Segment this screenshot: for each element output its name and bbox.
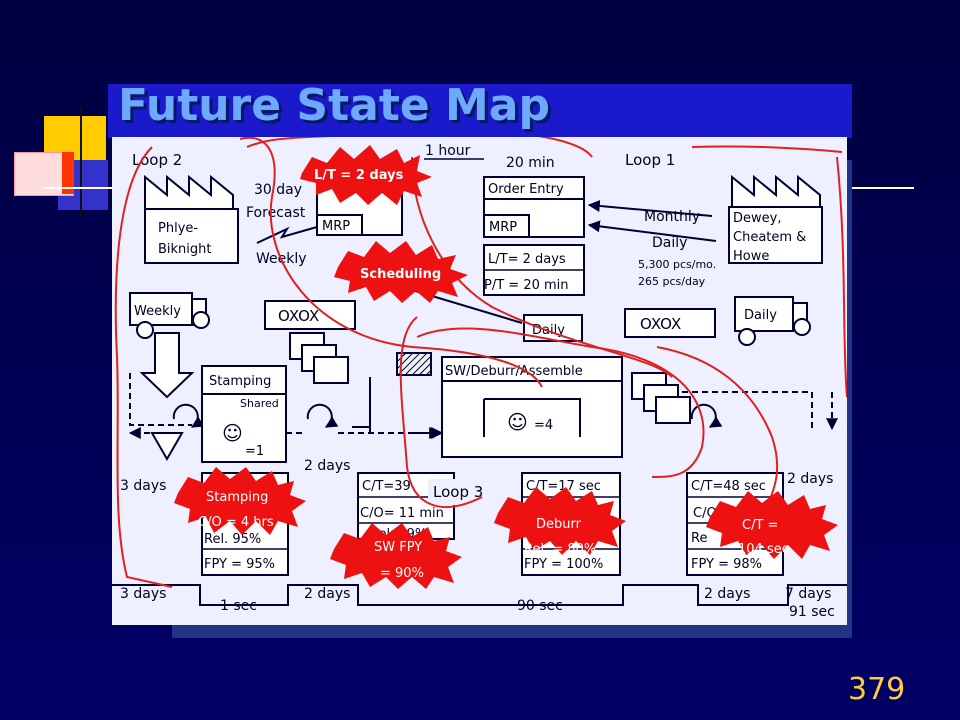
order-lt: L/T= 2 days <box>488 252 566 267</box>
kaizen-burst-ct: C/T = 104 sec <box>706 491 838 559</box>
kaizen-burst-stamping: Stamping C/O = 4 hrs <box>174 467 306 535</box>
stamping-rel: Rel. 95% <box>204 532 261 547</box>
customer-truck: Daily <box>734 296 811 346</box>
signal-kanban-icon <box>396 352 432 376</box>
kaizen-burst-swfpy: SW FPY = 90% <box>330 523 462 589</box>
mrp-right: MRP <box>489 220 517 235</box>
assemble-fpy: FPY = 98% <box>691 557 762 572</box>
withdrawal-icon-2 <box>306 403 339 428</box>
operator-icon-stamping: ☺ <box>222 421 243 445</box>
stamping-shared: Shared <box>240 397 279 410</box>
forecast-30day: 30 day <box>254 182 302 198</box>
supplier-truck-label: Weekly <box>134 304 181 319</box>
customer-demand-month: 5,300 pcs/mo. <box>638 258 716 271</box>
kaizen-ct-2: 104 sec <box>738 542 789 557</box>
inventory-3days: 3 days <box>120 478 166 494</box>
assemble-ct: C/T=48 sec <box>691 479 766 494</box>
kaizen-ct-1: C/T = <box>742 518 778 533</box>
order-entry-label: Order Entry <box>488 182 564 197</box>
timeline-91sec: 91 sec <box>789 604 835 620</box>
red-loop-annotations <box>114 137 847 588</box>
stamping-process-box <box>201 393 287 463</box>
value-stream-map: Phlye- Biknight 30 day Forecast Weekly M… <box>112 137 847 625</box>
stamping-operators: =1 <box>245 444 264 459</box>
timeline-90sec: 90 sec <box>517 598 563 614</box>
kaizen-lt: L/T = 2 days <box>314 168 404 183</box>
red-square-decoration <box>62 152 74 194</box>
stamping-fpy: FPY = 95% <box>204 557 275 572</box>
timeline-3days: 3 days <box>120 586 166 602</box>
forecast-label: Forecast <box>246 205 306 221</box>
operator-icon-sw: ☺ <box>507 410 528 434</box>
time-1hour: 1 hour <box>425 143 471 159</box>
mrp-left-box <box>316 214 363 236</box>
loop-1-label: Loop 1 <box>625 151 675 169</box>
customer-truck-label: Daily <box>744 308 777 323</box>
order-pt: P/T = 20 min <box>484 278 569 293</box>
sw-process-box <box>441 356 623 458</box>
kaizen-stamping-1: Stamping <box>206 490 268 505</box>
sw-co: C/O= 11 min <box>360 506 444 521</box>
vertical-line-decoration <box>80 108 82 218</box>
oxox-left: OXOX <box>278 307 319 325</box>
time-20min: 20 min <box>506 155 555 171</box>
kaizen-deburr-1: Deburr <box>536 517 582 532</box>
mrp-left: MRP <box>322 219 350 234</box>
oxox-right-box <box>624 308 716 338</box>
kaizen-deburr-2: Rel. = 80% <box>524 542 596 557</box>
inventory-2days-right: 2 days <box>787 471 833 487</box>
customer-name-1: Dewey, <box>733 211 781 226</box>
kaizen-burst-scheduling: Scheduling <box>334 241 468 303</box>
sw-ct: C/T=39 <box>362 479 411 494</box>
loop-3-label: Loop 3 <box>433 483 483 501</box>
withdrawal-icon-3 <box>690 403 723 428</box>
electronic-info-arrow-supplier <box>256 226 318 244</box>
kanban-cards-right <box>631 372 691 424</box>
daily-schedule-box <box>523 314 583 342</box>
assemble-rel: Re <box>691 531 707 546</box>
supplier-name-1: Phlye- <box>158 221 198 236</box>
stamping-title: Stamping <box>209 374 271 389</box>
customer-factory: Dewey, Cheatem & Howe <box>728 174 823 264</box>
supplier-factory: Phlye- Biknight <box>144 174 239 264</box>
title-band <box>108 84 852 138</box>
kaizen-burst-lt: L/T = 2 days <box>300 145 432 205</box>
timeline-1sec: 1 sec <box>220 598 257 614</box>
push-arrow <box>139 332 195 399</box>
deburr-ct: C/T=17 sec <box>526 479 601 494</box>
customer-daily: Daily <box>652 235 687 251</box>
oxox-right: OXOX <box>640 315 681 333</box>
kaizen-stamping-2: C/O = 4 hrs <box>198 515 274 530</box>
inventory-triangle <box>150 432 184 462</box>
kanban-cards-left <box>289 332 349 384</box>
inventory-2days-left: 2 days <box>304 458 350 474</box>
deburr-fpy: FPY = 100% <box>524 557 603 572</box>
kaizen-scheduling: Scheduling <box>360 267 441 282</box>
customer-name-2: Cheatem & <box>733 230 806 245</box>
slide-title: Future State Map <box>118 80 550 131</box>
kaizen-swfpy-2: = 90% <box>380 566 424 581</box>
customer-name-3: Howe <box>733 249 769 264</box>
page-number: 379 <box>848 672 906 707</box>
timeline-2days-right: 2 days <box>704 586 750 602</box>
sw-title: SW/Deburr/Assemble <box>445 364 583 379</box>
timeline <box>112 584 847 606</box>
timeline-2days-left: 2 days <box>304 586 350 602</box>
supplier-truck: Weekly <box>129 292 210 339</box>
timeline-7days: 7 days <box>785 586 831 602</box>
withdrawal-icon-1 <box>172 403 205 428</box>
sw-operators: =4 <box>534 418 553 433</box>
supplier-name-2: Biknight <box>158 242 212 257</box>
kaizen-burst-deburr: Deburr Rel. = 80% <box>494 487 626 557</box>
customer-demand-day: 265 pcs/day <box>638 275 706 288</box>
kaizen-swfpy-1: SW FPY <box>374 540 422 555</box>
